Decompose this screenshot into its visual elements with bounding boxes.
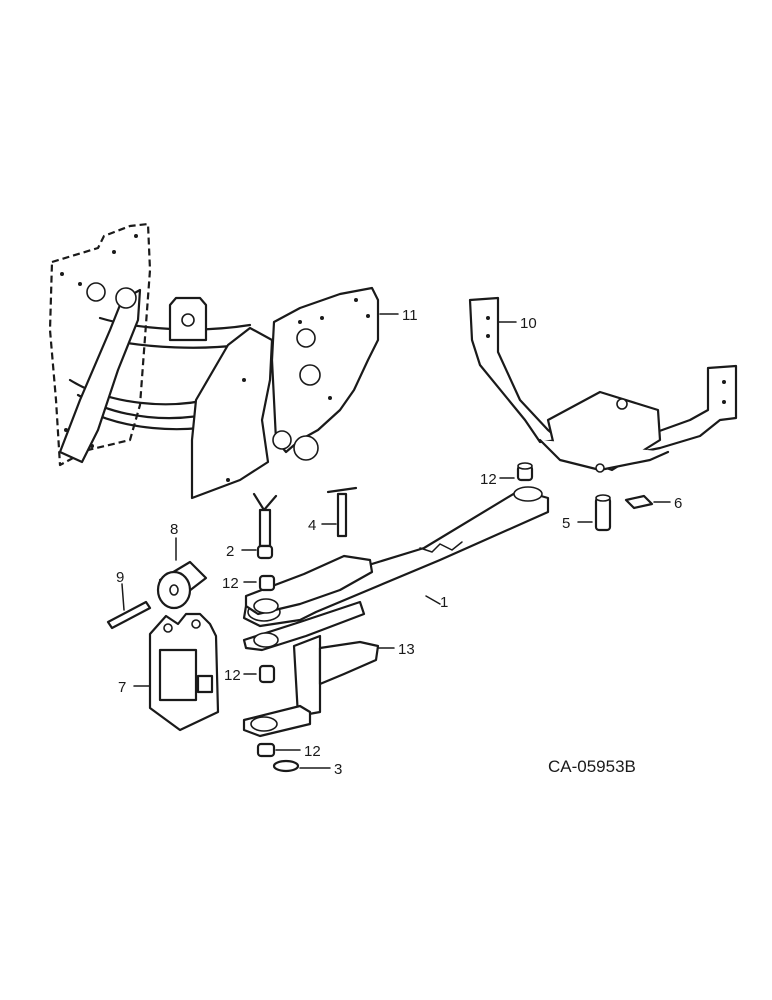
callout-12a: 12: [480, 471, 497, 488]
callout-13: 13: [398, 641, 415, 658]
part-2-hitch-pin: [241, 492, 278, 560]
part-13-hitch-clevis: [242, 634, 395, 738]
part-10-drawbar-support: [468, 296, 738, 473]
callout-11: 11: [402, 307, 418, 324]
callout-7: 7: [118, 679, 126, 696]
callout-4: 4: [308, 517, 316, 534]
callout-10: 10: [520, 315, 537, 332]
callout-12c: 12: [224, 667, 241, 684]
part-6-plate: [624, 494, 671, 510]
callout-12d: 12: [304, 743, 321, 760]
part-8-roller: [156, 537, 208, 610]
part-3-retaining-clip: [272, 759, 331, 773]
callout-3: 3: [334, 761, 342, 778]
part-12-bushings: [243, 462, 534, 758]
part-9-pin: [106, 583, 152, 630]
callout-8: 8: [170, 521, 178, 538]
clevis-plate-upper: [242, 554, 374, 652]
callout-6: 6: [674, 495, 682, 512]
callout-2: 2: [226, 543, 234, 560]
part-4-t-pin: [321, 486, 358, 538]
callout-1: 1: [440, 594, 448, 611]
callout-5: 5: [562, 515, 570, 532]
part-11-frame-bracket: [48, 222, 399, 500]
drawing-code: CA-05953B: [548, 757, 636, 776]
callout-12b: 12: [222, 575, 239, 592]
part-5-pin: [577, 494, 612, 532]
part-7-hitch-block: [133, 612, 220, 732]
callout-9: 9: [116, 569, 124, 586]
callouts: 1 2 3 4 5 6 7 8 9 10 11 12 12 12 12 13: [116, 307, 682, 778]
